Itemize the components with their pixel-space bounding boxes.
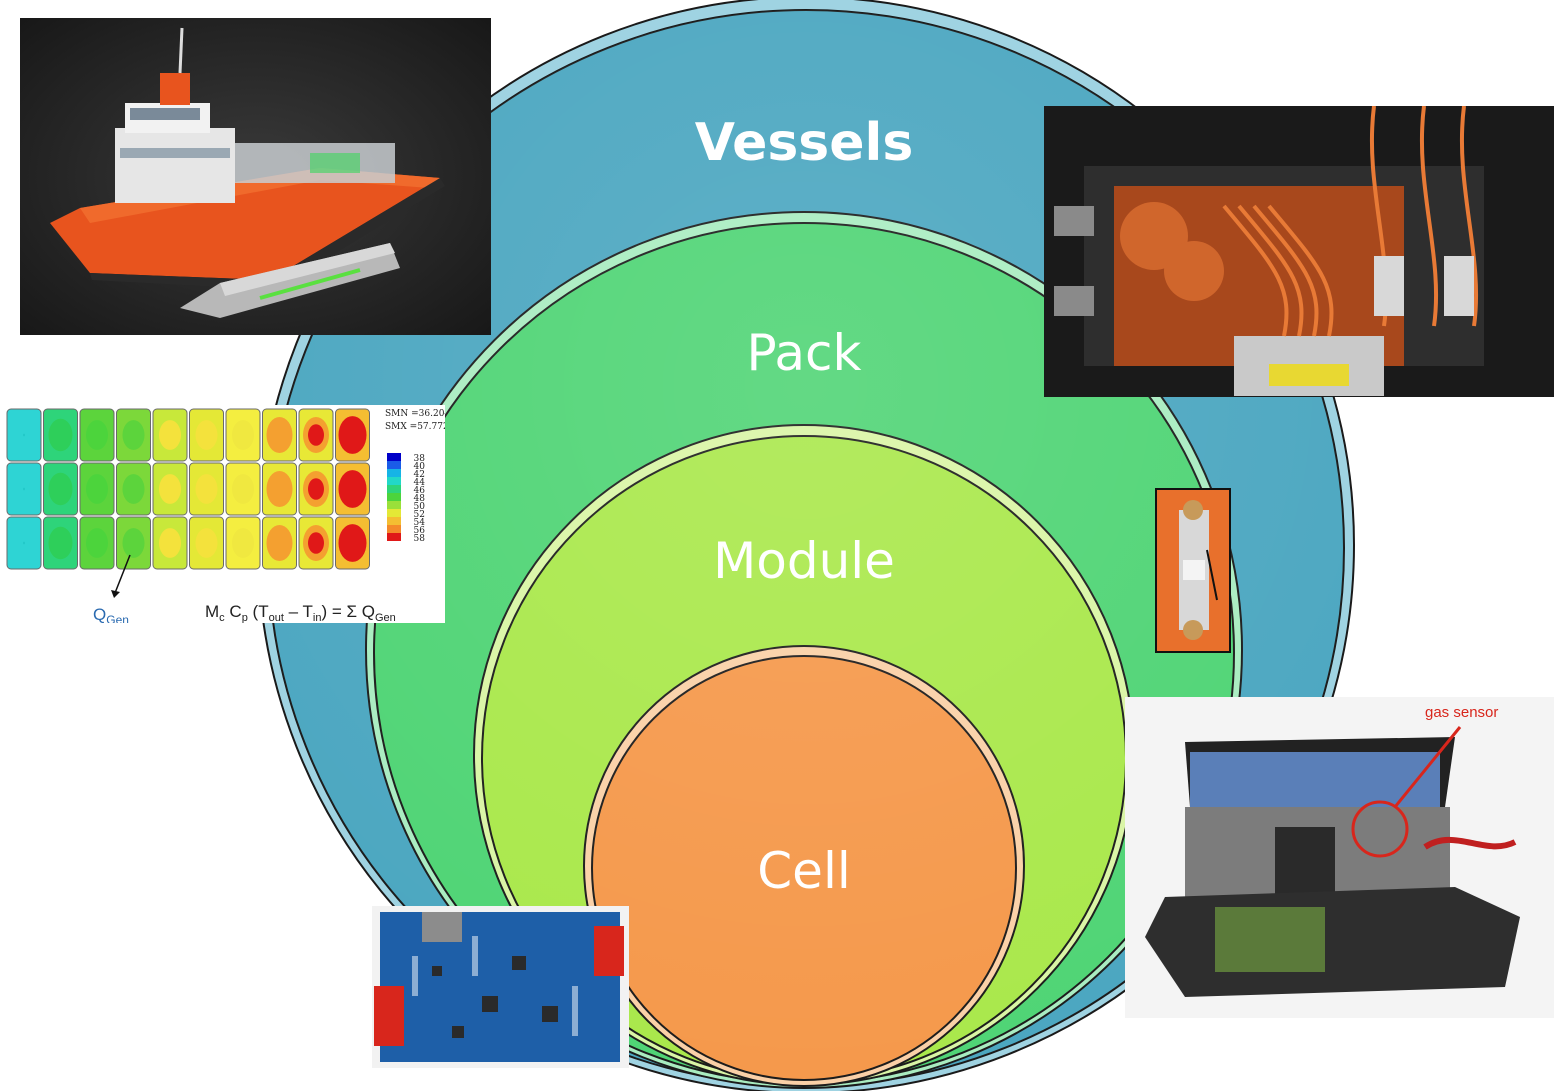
thermal-hotspot bbox=[338, 416, 367, 454]
legend-swatch bbox=[387, 533, 401, 541]
thermal-hotspot bbox=[122, 420, 145, 450]
legend-value: 48 bbox=[414, 494, 426, 504]
thermal-hotspot bbox=[23, 433, 25, 437]
thermal-hotspot bbox=[308, 478, 324, 500]
thermal-hotspot bbox=[195, 420, 218, 450]
legend-value: 46 bbox=[414, 486, 426, 496]
legend-swatch bbox=[387, 493, 401, 501]
legend-value: 58 bbox=[414, 534, 426, 544]
legend-swatch bbox=[387, 461, 401, 469]
thermal-hotspot bbox=[195, 528, 218, 558]
label-vessels: Vessels bbox=[695, 113, 914, 173]
legend-value: 40 bbox=[414, 462, 426, 472]
thermal-hotspot bbox=[48, 472, 73, 506]
legend-swatch bbox=[387, 453, 401, 461]
battery-pack-photo bbox=[1044, 106, 1554, 397]
legend-swatch bbox=[387, 501, 401, 509]
thermal-hotspot bbox=[48, 418, 73, 452]
legend-value: 54 bbox=[414, 518, 426, 528]
label-cell: Cell bbox=[757, 842, 850, 900]
thermal-hotspot bbox=[86, 528, 108, 558]
thermal-hotspot bbox=[338, 524, 367, 562]
thermal-hotspot bbox=[23, 541, 25, 545]
legend-swatch bbox=[387, 517, 401, 525]
thermal-hotspot bbox=[159, 474, 181, 504]
legend-value: 44 bbox=[414, 478, 426, 488]
thermal-hotspot bbox=[267, 526, 292, 560]
legend-value: 50 bbox=[414, 502, 426, 512]
thermal-hotspot bbox=[159, 528, 181, 558]
thermal-hotspot bbox=[122, 474, 145, 504]
legend-value: 38 bbox=[414, 454, 426, 464]
thermal-hotspot bbox=[338, 470, 367, 508]
legend-swatch bbox=[387, 485, 401, 493]
module-connector-photo bbox=[1155, 488, 1231, 653]
tugboat-photo bbox=[20, 18, 491, 335]
gas-sensor-label: gas sensor bbox=[1425, 704, 1498, 721]
thermal-cell-grid bbox=[6, 408, 370, 570]
legend-value: 56 bbox=[414, 526, 426, 536]
thermal-hotspot bbox=[232, 528, 254, 558]
label-pack: Pack bbox=[747, 324, 862, 382]
legend-value: 42 bbox=[414, 470, 425, 480]
thermal-hotspot bbox=[267, 418, 292, 452]
thermal-smx: SMX =57.772 bbox=[385, 422, 445, 432]
thermal-hotspot bbox=[48, 526, 73, 560]
legend-swatch bbox=[387, 469, 401, 477]
thermal-hotspot bbox=[267, 472, 292, 506]
gas-sensor-module-photo: gas sensor bbox=[1125, 697, 1554, 1018]
thermal-hotspot bbox=[308, 424, 324, 446]
legend-swatch bbox=[387, 525, 401, 533]
thermal-hotspot bbox=[232, 420, 254, 450]
thermal-hotspot bbox=[232, 474, 254, 504]
legend-swatch bbox=[387, 477, 401, 485]
thermal-hotspot bbox=[159, 420, 181, 450]
thermal-hotspot bbox=[86, 474, 108, 504]
q-gen-label: QGen bbox=[93, 605, 129, 623]
thermal-smn: SMN =36.204 bbox=[385, 409, 445, 419]
label-module: Module bbox=[713, 532, 895, 590]
energy-balance-formula: Mc Cp (Tout – Tin) = Σ QGen bbox=[205, 602, 396, 623]
thermal-hotspot bbox=[86, 420, 108, 450]
bms-circuit-board-photo bbox=[372, 906, 629, 1068]
thermal-hotspot bbox=[308, 532, 324, 554]
legend-swatch bbox=[387, 509, 401, 517]
thermal-hotspot bbox=[195, 474, 218, 504]
thermal-hotspot bbox=[23, 487, 25, 491]
legend-value: 52 bbox=[414, 510, 425, 520]
thermal-hotspot bbox=[122, 528, 145, 558]
